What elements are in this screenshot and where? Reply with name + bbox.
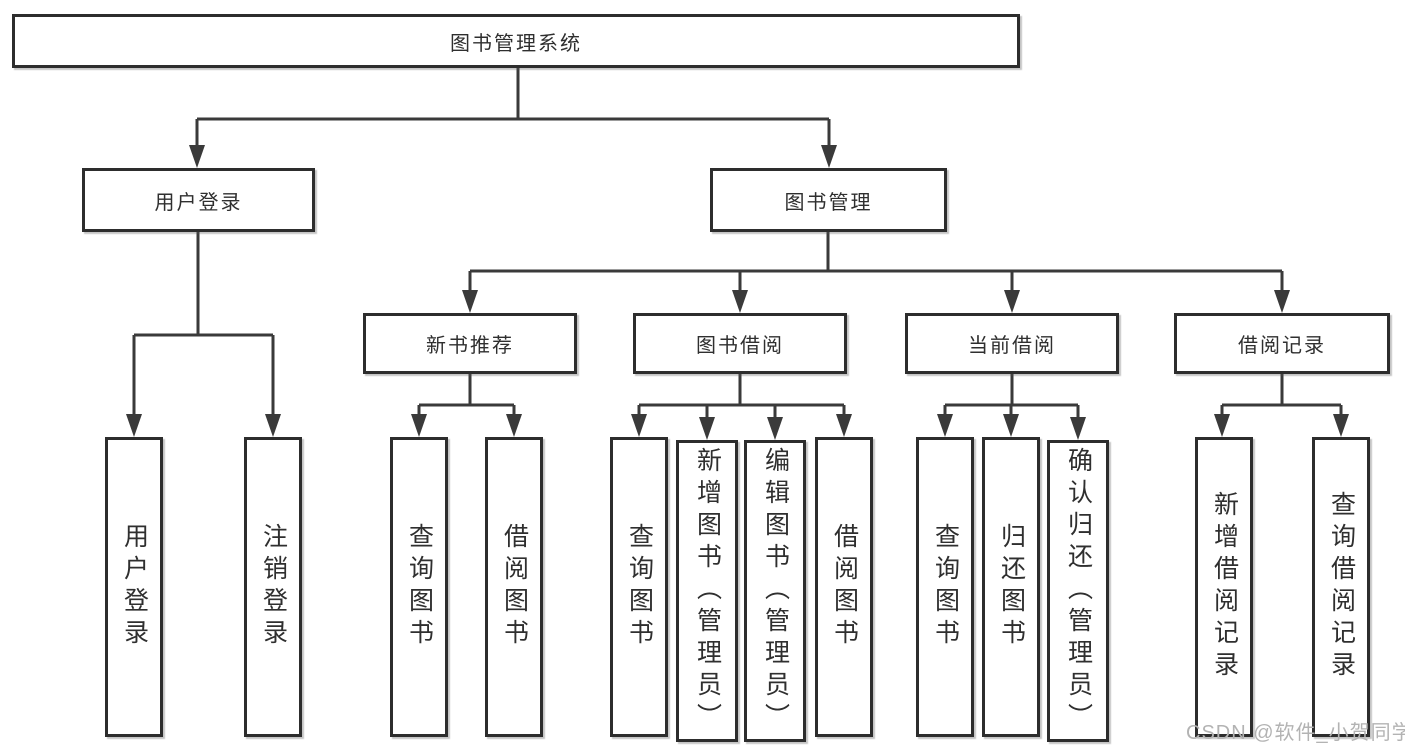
arrow-icon bbox=[836, 414, 852, 437]
node-book-management-branch: 图书管理 bbox=[710, 168, 947, 232]
node-system-root: 图书管理系统 bbox=[12, 14, 1020, 68]
watermark-text: CSDN @软件_小贺同学 bbox=[1186, 722, 1405, 744]
arrow-icon bbox=[1070, 417, 1086, 440]
arrow-icon bbox=[1214, 414, 1230, 437]
leaf-logout: 注销登录 bbox=[244, 437, 302, 737]
leaf-query-borrow-record: 查询借阅记录 bbox=[1312, 437, 1370, 737]
node-new-book-recommend: 新书推荐 bbox=[363, 313, 577, 374]
leaf-return-book: 归还图书 bbox=[982, 437, 1040, 737]
node-label: 借阅图书 bbox=[500, 523, 529, 651]
node-book-borrowing: 图书借阅 bbox=[633, 313, 847, 374]
arrow-icon bbox=[265, 414, 281, 437]
node-label: 查询图书 bbox=[931, 523, 960, 651]
edge-root-to-level2 bbox=[195, 68, 831, 156]
arrow-icon bbox=[506, 414, 522, 437]
node-label: 编辑图书（管理员） bbox=[761, 447, 790, 735]
arrow-icon bbox=[1004, 290, 1020, 313]
leaf-add-borrow-record: 新增借阅记录 bbox=[1195, 437, 1253, 737]
arrow-icon bbox=[821, 145, 837, 168]
leaf-query-books-recommend: 查询图书 bbox=[390, 437, 448, 737]
node-label: 新书推荐 bbox=[426, 335, 514, 357]
arrow-icon bbox=[1274, 290, 1290, 313]
edge-borrow-to-leaves bbox=[637, 374, 846, 428]
node-label: 图书管理系统 bbox=[450, 32, 582, 55]
arrow-icon bbox=[462, 290, 478, 313]
node-label: 查询图书 bbox=[625, 523, 654, 651]
leaf-query-books-borrowing: 查询图书 bbox=[610, 437, 668, 737]
arrow-icon bbox=[631, 414, 647, 437]
edge-records-to-leaves bbox=[1220, 374, 1343, 425]
node-label: 借阅图书 bbox=[830, 523, 859, 651]
node-label: 用户登录 bbox=[120, 523, 149, 651]
node-label: 图书管理 bbox=[784, 191, 873, 214]
node-label: 用户登录 bbox=[154, 191, 243, 214]
node-label: 确认归还（管理员） bbox=[1064, 447, 1093, 735]
node-label: 新增图书（管理员） bbox=[693, 447, 722, 735]
connector-lines bbox=[132, 68, 1343, 428]
node-label: 归还图书 bbox=[997, 523, 1026, 651]
arrow-icon bbox=[1003, 414, 1019, 437]
arrow-icon bbox=[937, 414, 953, 437]
node-label: 查询图书 bbox=[405, 523, 434, 651]
node-label: 注销登录 bbox=[259, 523, 288, 651]
node-label: 查询借阅记录 bbox=[1327, 491, 1356, 683]
edge-userlogin-to-leaves bbox=[132, 232, 275, 425]
node-user-login-branch: 用户登录 bbox=[82, 168, 315, 232]
arrow-icon bbox=[1333, 414, 1349, 437]
leaf-edit-book-admin: 编辑图书（管理员） bbox=[744, 440, 806, 742]
leaf-confirm-return-admin: 确认归还（管理员） bbox=[1047, 440, 1109, 742]
arrowheads bbox=[126, 145, 1349, 440]
arrow-icon bbox=[732, 290, 748, 313]
edge-newbook-to-leaves bbox=[417, 374, 516, 425]
node-label: 当前借阅 bbox=[968, 335, 1056, 357]
node-label: 新增借阅记录 bbox=[1210, 491, 1239, 683]
arrow-icon bbox=[126, 414, 142, 437]
arrow-icon bbox=[411, 414, 427, 437]
node-borrowing-records: 借阅记录 bbox=[1174, 313, 1390, 374]
node-current-borrowing: 当前借阅 bbox=[905, 313, 1119, 374]
edge-bookmgmt-to-level3 bbox=[468, 232, 1284, 301]
node-label: 图书借阅 bbox=[696, 335, 784, 357]
arrow-icon bbox=[189, 145, 205, 168]
leaf-add-book-admin: 新增图书（管理员） bbox=[676, 440, 738, 742]
arrow-icon bbox=[699, 417, 715, 440]
node-label: 借阅记录 bbox=[1238, 335, 1326, 357]
leaf-borrow-books-borrowing: 借阅图书 bbox=[815, 437, 873, 737]
arrow-icon bbox=[767, 417, 783, 440]
leaf-borrow-books-recommend: 借阅图书 bbox=[485, 437, 543, 737]
leaf-user-login: 用户登录 bbox=[105, 437, 163, 737]
leaf-query-books-current: 查询图书 bbox=[916, 437, 974, 737]
